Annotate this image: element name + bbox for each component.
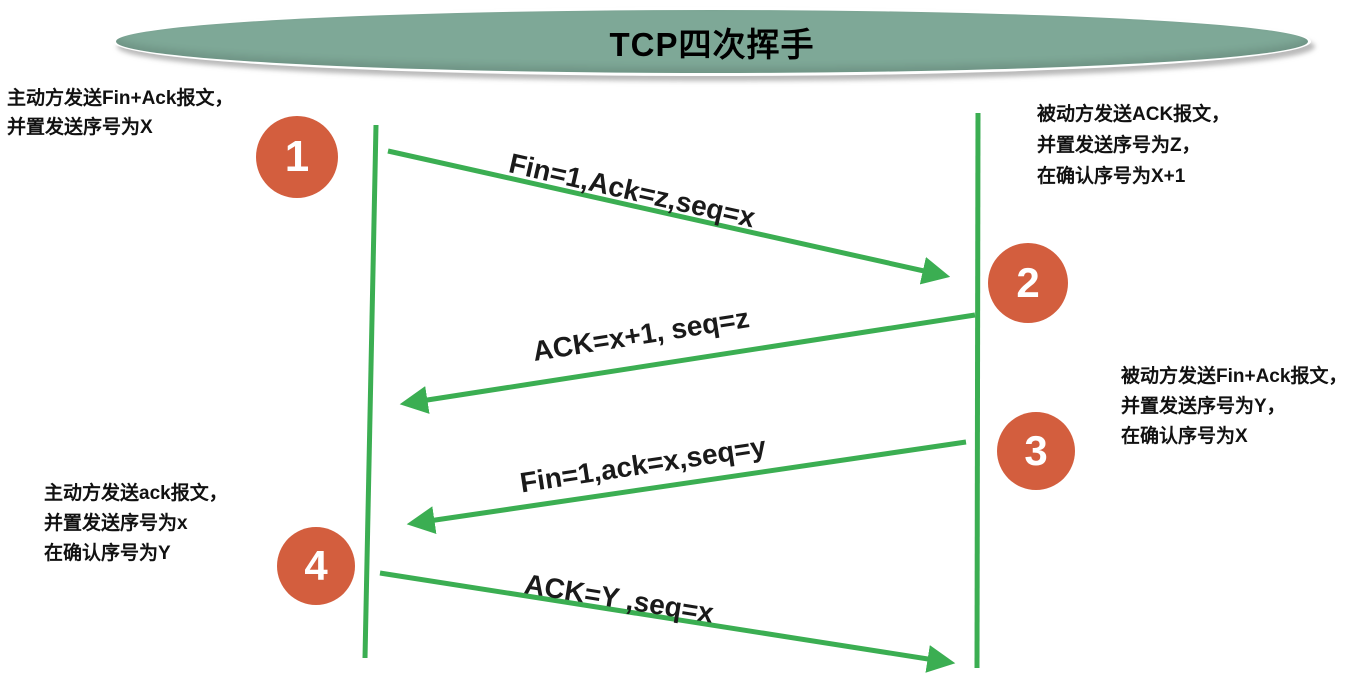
step-badge-2: 2 <box>988 243 1068 323</box>
arrow-3-fin-ack <box>406 439 967 535</box>
step-badge-3: 3 <box>997 412 1075 490</box>
title-banner: TCP四次挥手 <box>113 7 1311 76</box>
annotation-right-mid: 被动方发送Fin+Ack报文， 并置发送序号为Y， 在确认序号为X <box>1121 366 1348 447</box>
arrow-1-fin-ack <box>387 148 951 285</box>
annotation-left-bottom: 主动方发送ack报文， 并置发送序号为x 在确认序号为Y <box>44 483 228 564</box>
arrow-2-ack <box>399 312 976 414</box>
step-badge-1: 1 <box>256 116 338 198</box>
step-badge-4: 4 <box>277 527 355 605</box>
annotation-left-top: 主动方发送Fin+Ack报文， 并置发送序号为X <box>7 88 234 138</box>
annotation-right-top: 被动方发送ACK报文， 并置发送序号为Z， 在确认序号为X+1 <box>1037 104 1231 187</box>
initiator-timeline <box>362 124 379 659</box>
responder-timeline <box>974 112 981 669</box>
page-title: TCP四次挥手 <box>609 25 815 63</box>
arrow-4-ack <box>379 570 956 673</box>
